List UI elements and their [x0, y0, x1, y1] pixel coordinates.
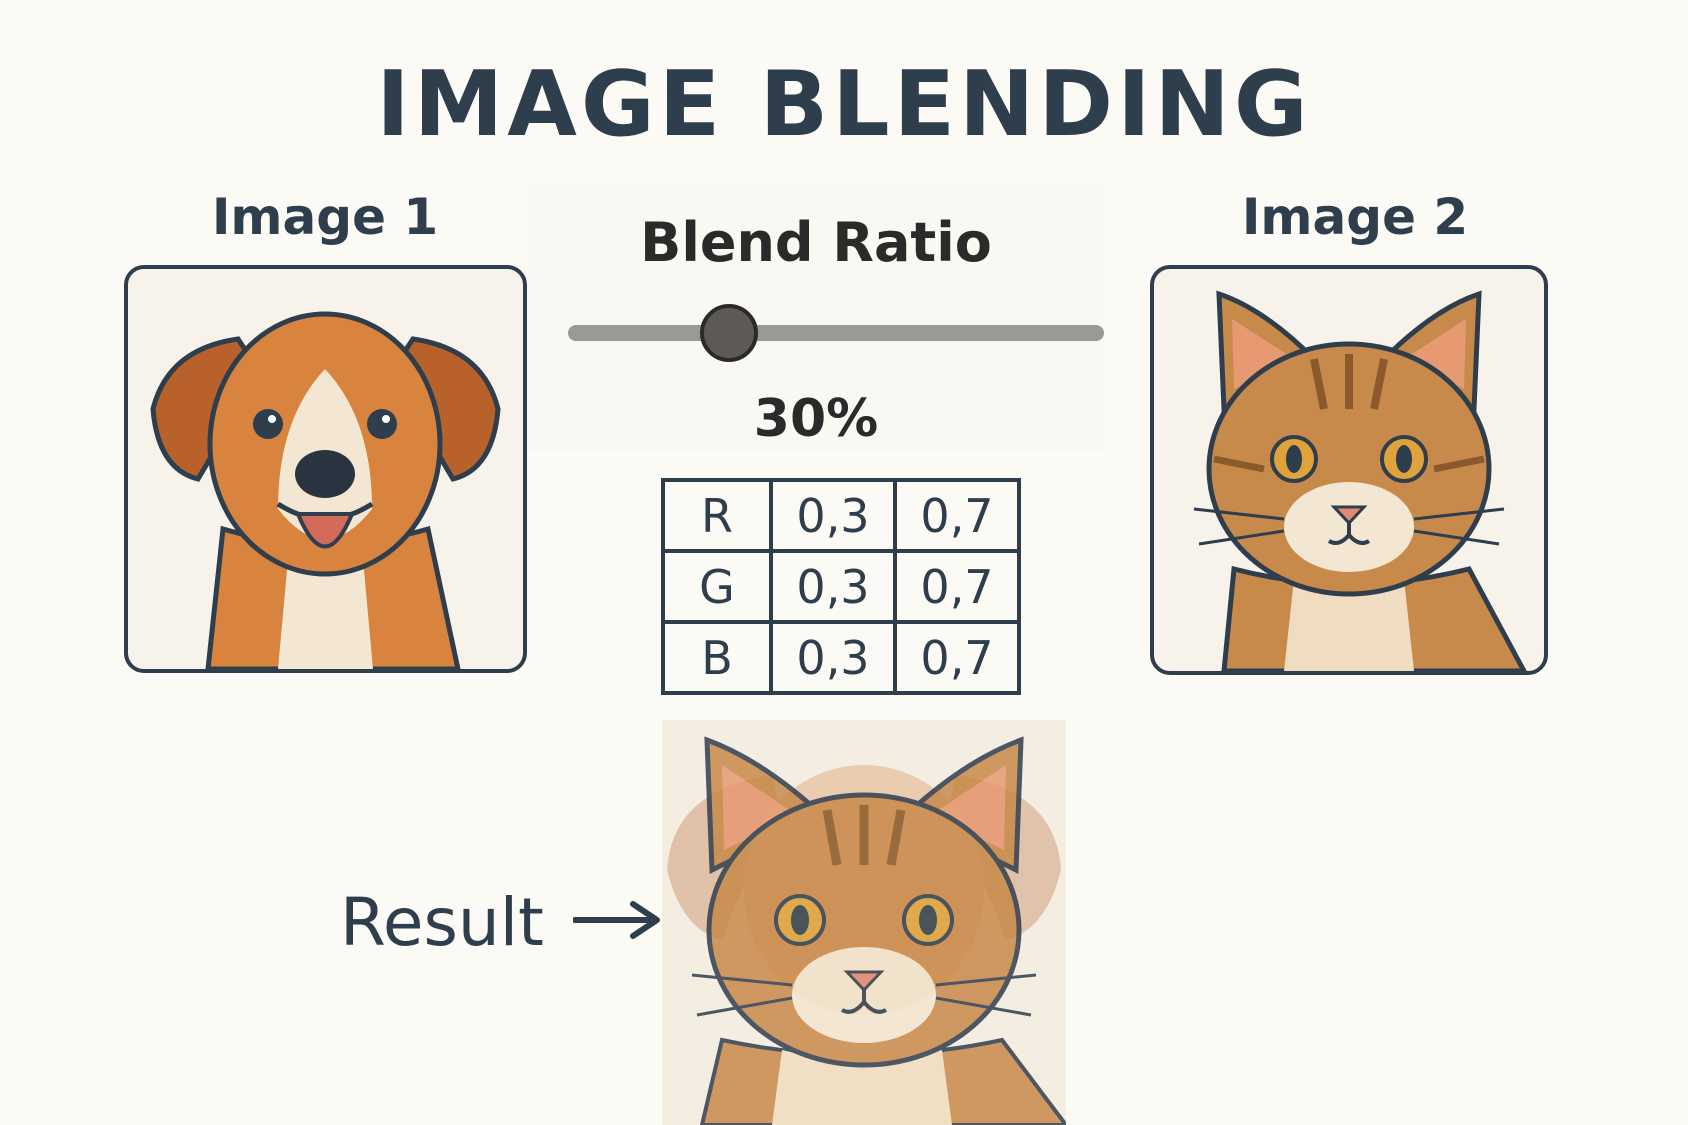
channel-cell: G: [661, 549, 773, 624]
blend-ratio-label: Blend Ratio: [640, 211, 992, 274]
table-row: G 0,3 0,7: [661, 549, 1021, 624]
image2-weight-cell: 0,7: [893, 478, 1021, 553]
page-title: IMAGE BLENDING: [376, 52, 1312, 157]
blend-ratio-slider-thumb[interactable]: [699, 304, 758, 362]
result-image[interactable]: [662, 720, 1066, 1125]
image1-weight-cell: 0,3: [769, 620, 897, 695]
image1-weight-cell: 0,3: [769, 478, 897, 553]
blend-ratio-value: 30%: [753, 389, 879, 449]
channel-cell: B: [661, 620, 773, 695]
cat-icon: [1193, 290, 1527, 671]
table-row: R 0,3 0,7: [661, 478, 1021, 553]
image1-weight-cell: 0,3: [769, 549, 897, 624]
blend-ratio-panel: Blend Ratio 30%: [528, 186, 1104, 451]
table-row: B 0,3 0,7: [661, 620, 1021, 695]
channel-cell: R: [661, 478, 773, 553]
image2-weight-cell: 0,7: [893, 620, 1021, 695]
right-arrow-icon: [573, 901, 660, 939]
blended-cat-dog-icon: [667, 736, 1066, 1125]
image2-weight-cell: 0,7: [893, 549, 1021, 624]
result-label: Result: [340, 884, 544, 961]
image2-label: Image 2: [1241, 188, 1469, 246]
image1-label: Image 1: [211, 188, 439, 246]
image2-frame[interactable]: [1150, 265, 1548, 675]
blend-ratio-slider-track[interactable]: [568, 325, 1104, 341]
channel-weight-table: R 0,3 0,7 G 0,3 0,7 B 0,3 0,7: [661, 478, 1021, 695]
image1-frame[interactable]: [124, 265, 527, 673]
dog-icon: [150, 311, 501, 669]
